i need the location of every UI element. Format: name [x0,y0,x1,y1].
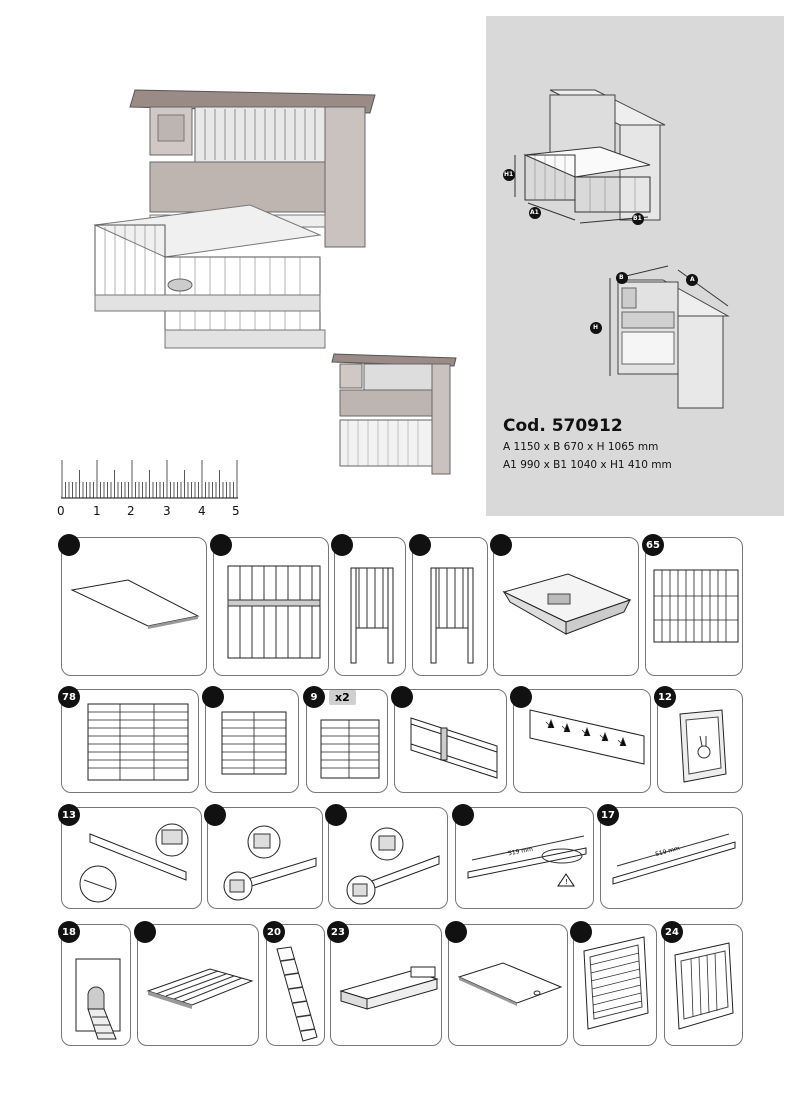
dimension-panel [486,16,784,516]
part-card-back-panel [210,534,329,676]
label-b1: B1 [633,215,642,222]
label-a1: A1 [530,209,539,216]
part-number-badge: 9 [303,686,325,708]
decor-front-panel-icon [529,709,645,765]
part-card-side-panel-left [331,534,406,676]
part-card-floor-slats [134,921,259,1046]
part-number-badge [445,921,467,943]
part-number-badge [452,804,474,826]
part-number-badge: 23 [327,921,349,943]
part-card-litter-tray [490,534,639,676]
part-number-badge [331,534,353,556]
side-grid-door-icon [674,942,734,1030]
label-h: H [593,324,599,331]
ramp-door-icon [75,958,121,1040]
part-number-badge: 20 [263,921,285,943]
side-panel-left-icon [350,567,394,664]
part-number-badge [134,921,156,943]
beam-15-icon [346,827,440,905]
back-panel-icon [227,565,321,659]
hutch-main-illustration [93,89,376,349]
rabbit-door-icon [679,709,727,783]
grid-panel-65-icon [653,569,739,643]
svg-text:!: ! [565,878,568,886]
part-card-side-grid-door-24: 24 [661,921,743,1046]
part-card-decor-front-panel [510,686,651,793]
dimensions-main: A 1150 x B 670 x H 1065 mm [503,441,659,453]
ruler-number: 2 [127,504,135,518]
floor-slats-icon [146,968,254,1009]
dimensions-small: A1 990 x B1 1040 x H1 410 mm [503,459,672,471]
part-card-floor-board [445,921,568,1046]
rail-519-a-icon: ! [467,835,587,887]
part-card-shelf-23: 23 [327,921,442,1046]
part-number-badge: 17 [597,804,619,826]
ruler-number: 3 [163,504,171,518]
part-card-rail-519-b: 17 519 mm [597,804,743,909]
grid-panel-78-icon [87,703,189,781]
part-number-badge: 65 [642,534,664,556]
part-number-badge [490,534,512,556]
part-card-rabbit-door-12: 12 [654,686,743,793]
dimension-diagram-large [590,265,730,409]
label-h1: H1 [504,171,514,178]
roof-panel-icon [70,579,200,629]
ruler-number: 0 [57,504,65,518]
part-card-ladder-20: 20 [263,921,325,1046]
part-number-badge [391,686,413,708]
grid-panel-small-icon [221,711,287,775]
part-number-badge: 78 [58,686,80,708]
part-number-badge: 24 [661,921,683,943]
frame-slider-icon [410,717,498,779]
part-card-rail-519-a: ! 519 mm [452,804,594,909]
part-number-badge [325,804,347,826]
grid-panel-9-icon [320,719,380,779]
ruler-number: 4 [198,504,206,518]
part-card-beam-15 [325,804,448,909]
part-number-badge [204,804,226,826]
label-b: B [619,274,624,281]
part-number-badge [202,686,224,708]
part-card-grid-panel-65: 65 [642,534,743,676]
shelf-icon [339,966,439,1010]
part-number-badge: 13 [58,804,80,826]
part-card-beam-14 [204,804,323,909]
part-number-badge: 12 [654,686,676,708]
part-card-grid-panel-9: 9 x2 [303,686,388,793]
part-number-badge [58,534,80,556]
rail-519-b-icon [612,833,736,885]
beam-13-icon [79,823,189,903]
quantity-label: x2 [329,690,356,705]
part-card-frame-slider [391,686,507,793]
hutch-thumbnail-illustration [331,353,457,475]
part-card-front-grid-door [570,921,657,1046]
ladder-icon [276,946,318,1042]
part-card-ramp-door-18: 18 [58,921,131,1046]
side-panel-right-icon [430,567,474,664]
beam-14-icon [223,825,317,901]
part-number-badge [409,534,431,556]
ruler-number: 1 [93,504,101,518]
part-card-beam-13: 13 [58,804,202,909]
measurement-ruler [61,460,238,499]
litter-tray-icon [502,573,632,635]
ruler-number: 5 [232,504,240,518]
part-number-badge [570,921,592,943]
part-number-badge [510,686,532,708]
part-card-grid-panel-78: 78 [58,686,199,793]
part-card-grid-panel-small [202,686,299,793]
part-number-badge: 18 [58,921,80,943]
front-grid-door-icon [583,936,649,1030]
product-code: Cod. 570912 [503,416,623,436]
part-number-badge [210,534,232,556]
floor-board-icon [457,962,563,1006]
part-card-side-panel-right [409,534,488,676]
dimension-diagram-small [503,89,666,225]
part-card-roof-panel [58,534,207,676]
label-a: A [690,276,695,283]
